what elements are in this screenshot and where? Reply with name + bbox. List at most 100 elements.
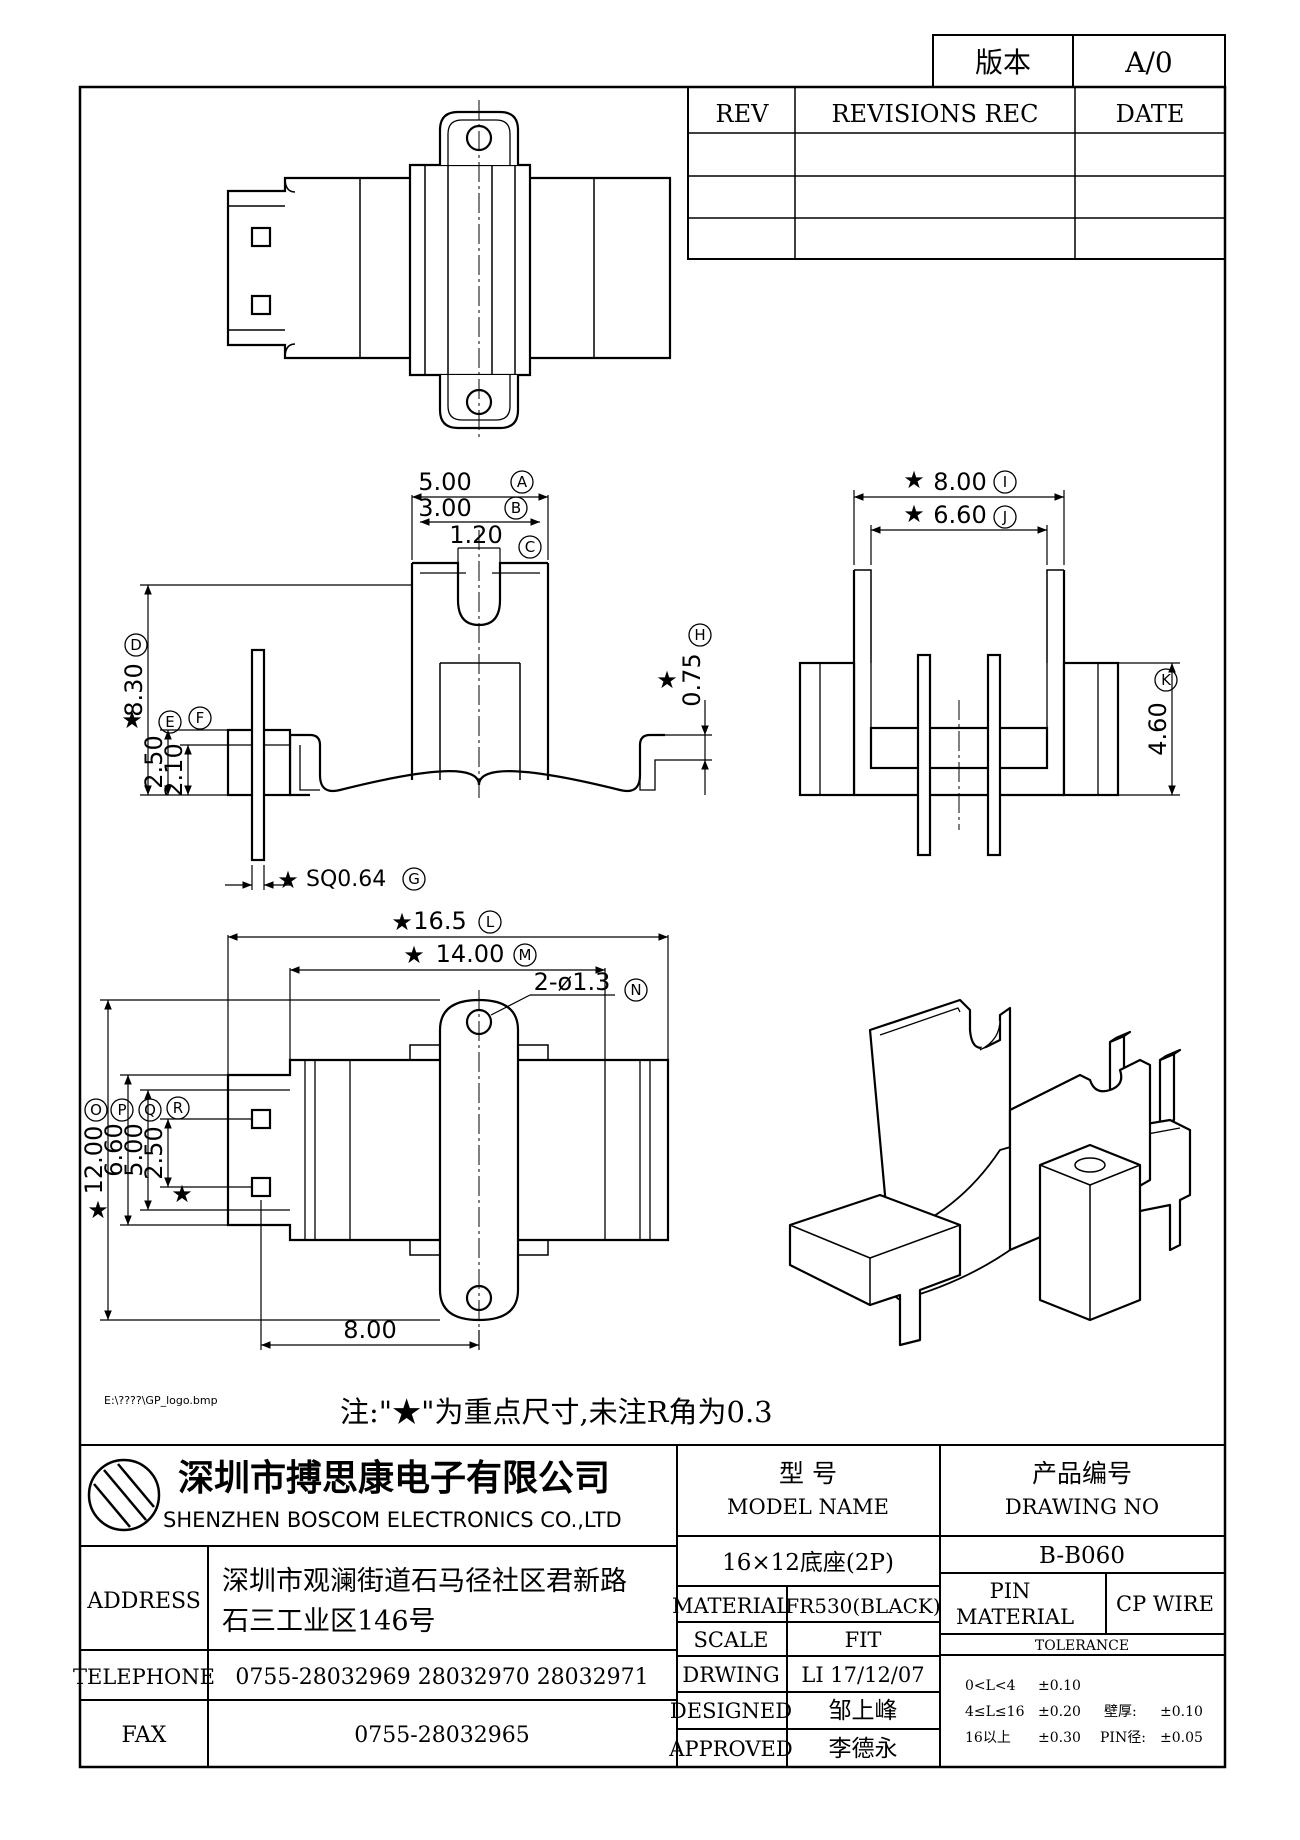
dim-n: 2-ø1.3 (534, 968, 611, 996)
tol-r1a: 0<L<4 (965, 1678, 1016, 1694)
side-view (798, 569, 1120, 857)
letter-l: L (486, 913, 495, 931)
dim-letters (84, 470, 1178, 1122)
dim-k: 4.60 (1144, 702, 1172, 755)
rev-header: REV (716, 100, 770, 128)
star-r: ★ (171, 1180, 193, 1208)
dim-d: 8.30 (120, 663, 148, 716)
tolerance-table: 0<L<4 ±0.10 4≤L≤16 ±0.20 壁厚: ±0.10 16以上 … (965, 1678, 1203, 1746)
star-g: ★ (277, 866, 299, 894)
dim-f: 2.10 (160, 743, 188, 796)
key-dim-stars: ★ ★ ★ ★ ★ ★ ★ ★ ★ (87, 466, 925, 1224)
side-view-dims (853, 490, 1180, 796)
tolerance-label: TOLERANCE (1035, 1638, 1129, 1654)
address-line2: 石三工业区146号 (222, 1606, 436, 1637)
letter-j: J (1002, 508, 1007, 526)
letter-i: I (1003, 473, 1007, 491)
title-block (80, 1444, 1225, 1767)
scale-label: SCALE (694, 1628, 769, 1652)
letter-a: A (517, 473, 528, 491)
logo-path: E:\????\GP_logo.bmp (104, 1394, 218, 1407)
revisions-table: REV REVISIONS REC DATE (687, 86, 1226, 260)
letter-c: C (525, 538, 535, 556)
model-value: 16×12底座(2P) (722, 1550, 894, 1576)
telephone-value: 0755-28032969 28032970 28032971 (235, 1665, 648, 1690)
designed-label: DESIGNED (670, 1699, 792, 1723)
tol-r1b: ±0.10 (1038, 1678, 1081, 1694)
dim-i: 8.00 (933, 468, 986, 496)
letter-m: M (519, 946, 532, 964)
vertical-dim-text: 8.30 2.50 2.10 0.75 4.60 12.00 6.60 5.00… (80, 653, 1172, 1194)
designed-value: 邹上峰 (829, 1698, 898, 1724)
drwing-label: DRWING (682, 1663, 779, 1687)
star-i: ★ (903, 466, 925, 494)
letter-g: G (408, 870, 420, 888)
dim-q: 5.00 (120, 1123, 148, 1176)
version-value: A/0 (1124, 46, 1172, 79)
dim-m: 14.00 (436, 940, 505, 968)
tol-r2a: 4≤L≤16 (965, 1704, 1025, 1720)
model-label-cn: 型 号 (779, 1459, 837, 1488)
letter-h: H (694, 626, 705, 644)
fax-value: 0755-28032965 (354, 1723, 529, 1748)
fax-label: FAX (122, 1723, 167, 1748)
star-l: ★ (391, 908, 413, 936)
tol-r2c: 壁厚: (1104, 1704, 1137, 1720)
top-view-upper (226, 100, 672, 440)
star-j: ★ (903, 500, 925, 528)
letter-p: P (117, 1101, 126, 1119)
scale-value: FIT (845, 1628, 882, 1652)
drawing-no-label-cn: 产品编号 (1032, 1459, 1132, 1488)
drawing-note: 注:"★"为重点尺寸,未注R角为0.3 (340, 1395, 773, 1429)
version-label: 版本 (975, 46, 1031, 79)
letter-e: E (165, 713, 174, 731)
letter-k: K (1161, 671, 1172, 689)
letter-d: D (130, 636, 142, 654)
dim-a: 5.00 (418, 468, 471, 496)
dim-g: SQ0.64 (306, 867, 386, 892)
drawing-no-label-en: DRAWING NO (1005, 1495, 1159, 1519)
tol-r3b: ±0.30 (1038, 1730, 1081, 1746)
star-h: ★ (656, 666, 678, 694)
tol-r2d: ±0.10 (1160, 1704, 1203, 1720)
material-value: FR530(BLACK) (785, 1594, 940, 1618)
isometric-view (788, 998, 1192, 1347)
drawing-no-value: B-B060 (1039, 1543, 1125, 1569)
address-label: ADDRESS (86, 1589, 201, 1614)
dim-b: 3.00 (418, 494, 471, 522)
tol-r2b: ±0.20 (1038, 1704, 1081, 1720)
bottom-view-dim-text: 16.5 14.00 2-ø1.3 8.00 (343, 907, 610, 1344)
tol-r3d: ±0.05 (1160, 1730, 1203, 1746)
telephone-label: TELEPHONE (73, 1665, 215, 1689)
model-label-en: MODEL NAME (727, 1495, 889, 1519)
material-label: MATERIAL (672, 1594, 790, 1618)
dim-h: 0.75 (678, 653, 706, 706)
bottom-view (226, 990, 670, 1335)
side-view-dim-text: 8.00 6.60 (933, 468, 986, 529)
dim-p: 6.60 (100, 1123, 128, 1176)
dim-o: 12.00 (80, 1126, 108, 1195)
pin-material-value: CP WIRE (1116, 1592, 1214, 1616)
company-name-en: SHENZHEN BOSCOM ELECTRONICS CO.,LTD (163, 1508, 622, 1532)
letter-f: F (196, 709, 205, 727)
dim-bottom: 8.00 (343, 1316, 396, 1344)
dim-c: 1.20 (449, 521, 502, 549)
company-logo (87, 1458, 161, 1532)
tol-r3a: 16以上 (965, 1730, 1011, 1746)
letter-r: R (173, 1099, 183, 1117)
star-o: ★ (87, 1196, 109, 1224)
dim-r: 2.50 (140, 1126, 168, 1179)
version-box: 版本 A/0 (932, 34, 1226, 88)
front-view-dim-text: 5.00 3.00 1.20 SQ0.64 (306, 468, 503, 892)
star-d: ★ (121, 706, 143, 734)
dim-letter-labels: A B C D E F G H I J K L M N O P Q R (90, 473, 1172, 1119)
front-view (226, 530, 665, 862)
letter-n: N (630, 981, 641, 999)
sheet-border (78, 85, 1227, 1769)
revisions-rec-header: REVISIONS REC (831, 100, 1038, 128)
letter-o: O (90, 1101, 102, 1119)
approved-label: APPROVED (668, 1737, 792, 1761)
pin-material-label2: MATERIAL (956, 1605, 1074, 1629)
star-m: ★ (403, 941, 425, 969)
date-header: DATE (1116, 100, 1185, 128)
